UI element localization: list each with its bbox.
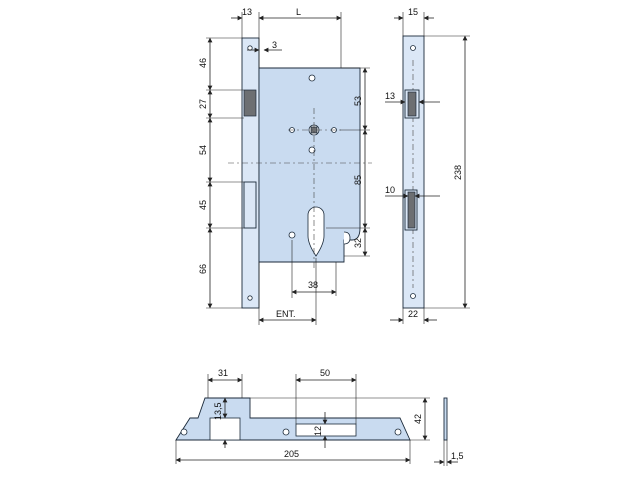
body-notch	[343, 231, 351, 245]
strike-profile	[443, 397, 448, 441]
dim-66: 66	[198, 264, 208, 274]
dim-238: 238	[453, 165, 463, 180]
strike-screw-mid	[282, 428, 290, 436]
strike-plate-view: 31 50 13,5 12 42 205 1,5	[175, 368, 464, 466]
side-screw-top	[410, 45, 416, 51]
dim-side-10: 10	[385, 185, 395, 195]
dead-bolt	[243, 181, 257, 229]
dim-85: 85	[353, 175, 363, 185]
dim-53: 53	[353, 96, 363, 106]
latch-bolt	[243, 89, 257, 117]
dim-27: 27	[198, 99, 208, 109]
dim-13-top: 13	[242, 7, 252, 17]
dim-45: 45	[198, 200, 208, 210]
faceplate	[241, 37, 260, 309]
dim-42: 42	[413, 414, 423, 424]
dim-ent: ENT.	[276, 309, 296, 319]
side-screw-bottom	[410, 293, 416, 299]
side-view: 15 13 10 238 22	[385, 7, 470, 324]
dim-22: 22	[408, 309, 418, 319]
side-latch-inner	[407, 91, 417, 117]
dim-L: L	[296, 7, 301, 17]
dim-1-5: 1,5	[451, 451, 464, 461]
dim-205: 205	[284, 449, 299, 459]
strike-bolt-window	[295, 423, 357, 437]
dim-31: 31	[218, 368, 228, 378]
faceplate-screw-top	[247, 45, 253, 51]
dim-38: 38	[308, 280, 318, 290]
side-bolt-inner	[407, 191, 416, 229]
cylinder-screw-hole	[288, 231, 296, 239]
faceplate-screw-bottom	[247, 295, 253, 301]
dim-46: 46	[198, 58, 208, 68]
strike-screw-left	[180, 428, 188, 436]
dim-side-13: 13	[385, 91, 395, 101]
side-faceplate	[402, 35, 425, 309]
dim-32: 32	[353, 238, 363, 248]
dim-15: 15	[408, 7, 418, 17]
cylinder-hole	[307, 206, 325, 257]
dim-12: 12	[313, 426, 323, 436]
front-view: 13 L 3 46 27 54 45 66 53 85 32	[198, 7, 372, 325]
dim-13-5: 13,5	[213, 402, 223, 420]
strike-screw-right	[394, 428, 402, 436]
dim-54: 54	[198, 145, 208, 155]
screw-hole-mid	[308, 146, 316, 154]
dim-3: 3	[272, 40, 277, 50]
dim-50: 50	[320, 368, 330, 378]
screw-hole-top	[308, 74, 316, 82]
strike-latch-window	[209, 417, 241, 441]
